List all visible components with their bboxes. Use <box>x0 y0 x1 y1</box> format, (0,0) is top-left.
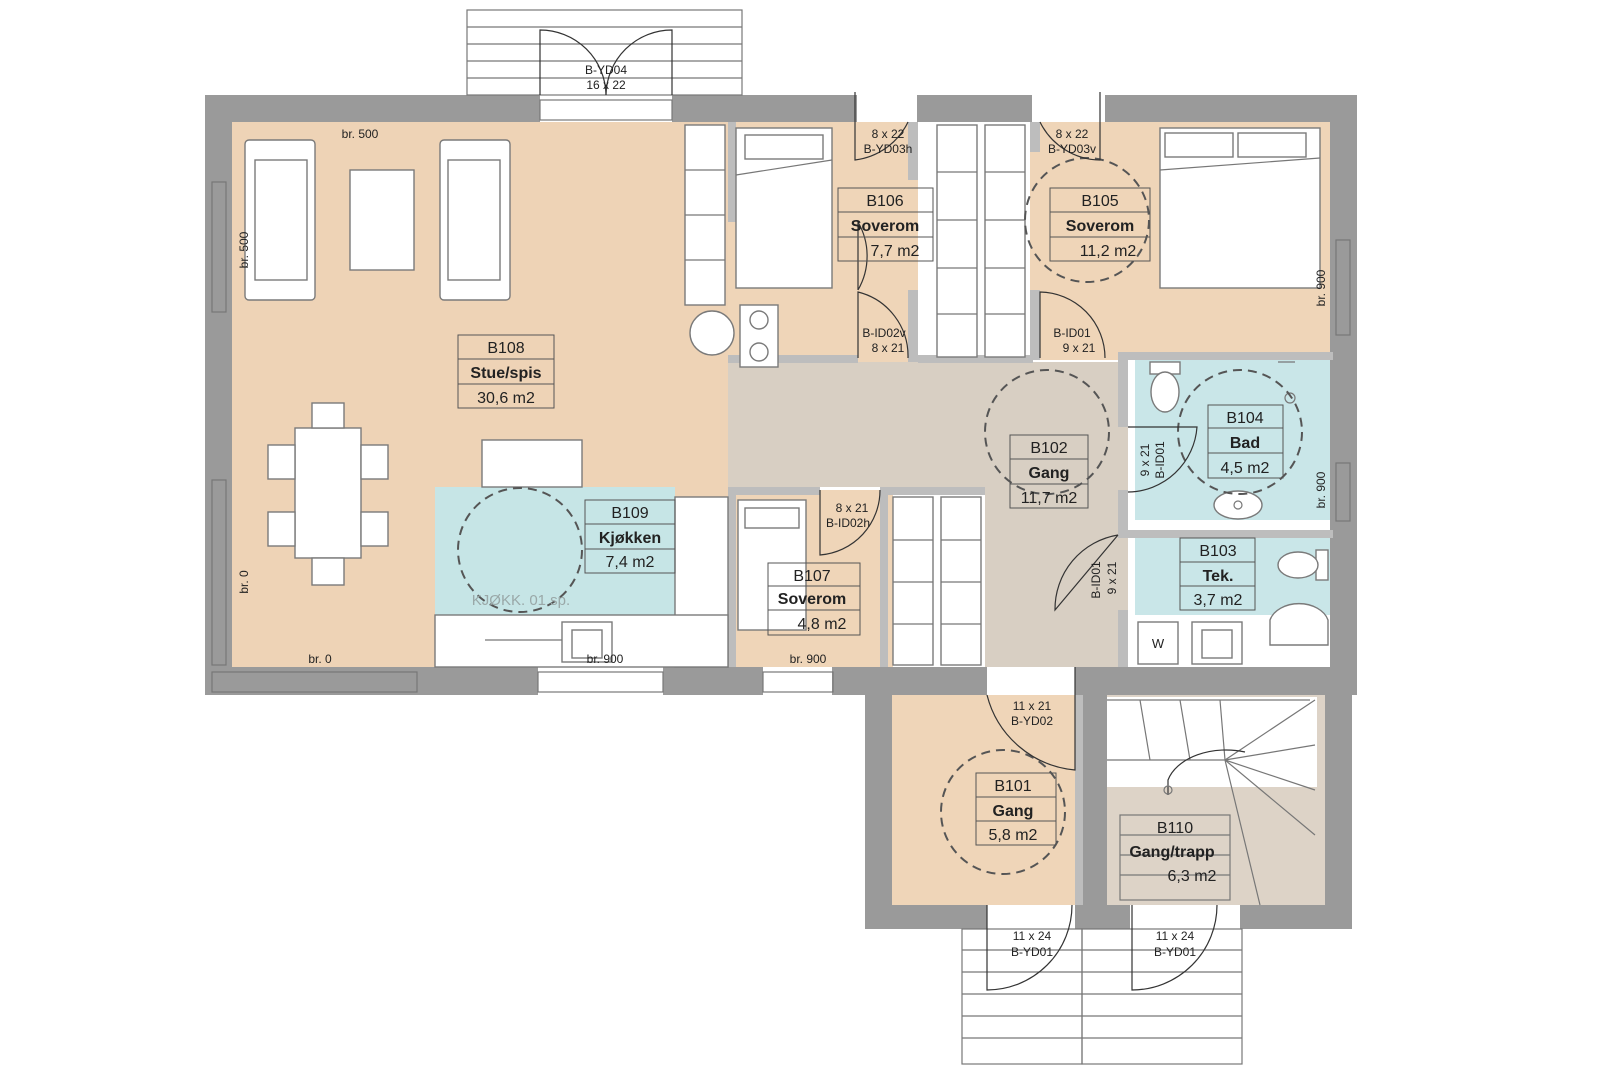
room-fill-b102b <box>985 487 1128 667</box>
room-area: 11,2 m2 <box>1080 243 1137 260</box>
turning-circles <box>457 157 1303 875</box>
room-area: 5,8 m2 <box>989 827 1038 844</box>
window-label: br. 0 <box>237 570 251 594</box>
door-code: B-YD01 <box>1011 945 1053 959</box>
staircase <box>1107 697 1317 906</box>
kitchen-note: KJØKK. 01 sp. <box>472 592 570 609</box>
room-label-b109: B109 Kjøkken 7,4 m2 <box>584 499 676 574</box>
room-name: Soverom <box>851 218 919 235</box>
room-name: Kjøkken <box>599 530 661 547</box>
room-code: B105 <box>1081 193 1118 210</box>
room-label-b102: B102 Gang 11,7 m2 <box>1009 434 1089 509</box>
window-label: br. 900 <box>790 652 827 666</box>
window-labels: br. 500 br. 500 br. 0 br. 0 br. 900 br. … <box>237 127 1328 666</box>
room-code: B108 <box>487 340 524 357</box>
room-area: 3,7 m2 <box>1194 592 1243 609</box>
window-label: br. 500 <box>237 231 251 268</box>
door-code: B-YD03v <box>1048 142 1096 156</box>
room-code: B109 <box>611 505 648 522</box>
room-name: Soverom <box>778 591 846 608</box>
room-name: Gang <box>1029 465 1070 482</box>
room-area: 7,7 m2 <box>871 243 920 260</box>
window-label: br. 500 <box>342 127 379 141</box>
room-name: Tek. <box>1203 568 1234 585</box>
room-fill-b101 <box>892 695 1082 905</box>
door-code: B-ID02v <box>862 326 905 340</box>
door-labels: B-YD04 16 x 22 8 x 22 B-YD03h 8 x 22 B-Y… <box>585 63 1196 959</box>
room-code: B102 <box>1030 440 1067 457</box>
kitchen-furniture <box>434 496 729 668</box>
door-swings <box>819 92 1198 771</box>
room-code: B106 <box>866 193 903 210</box>
door-code: B-ID01 <box>1153 441 1167 479</box>
room-fill-b102 <box>728 362 1128 487</box>
room-label-b108: B108 Stue/spis 30,6 m2 <box>457 334 555 409</box>
room-label-b110: B110 Gang/trapp 6,3 m2 <box>1129 820 1216 885</box>
washer-label: W <box>1152 636 1165 651</box>
door-code: B-YD03h <box>864 142 913 156</box>
bottom-decks <box>961 904 1243 1065</box>
room-area: 11,7 m2 <box>1021 490 1078 507</box>
door-code: B-ID01 <box>1089 561 1103 599</box>
window-frames <box>211 99 1351 693</box>
room-code: B103 <box>1199 543 1236 560</box>
window-label: br. 900 <box>587 652 624 666</box>
room-name: Bad <box>1230 435 1260 452</box>
room-label-b106: B106 Soverom 7,7 m2 <box>837 187 934 262</box>
door-code: B-YD01 <box>1154 945 1196 959</box>
beds <box>735 127 1321 631</box>
door-code: B-YD02 <box>1011 714 1053 728</box>
room-label-b101: B101 Gang 5,8 m2 <box>975 772 1057 846</box>
door-size: 8 x 22 <box>872 127 905 141</box>
window-label: br. 0 <box>308 652 332 666</box>
room-name: Soverom <box>1066 218 1134 235</box>
room-area: 4,5 m2 <box>1221 460 1270 477</box>
door-size: 11 x 24 <box>1013 929 1052 943</box>
window-label: br. 900 <box>1314 269 1328 306</box>
door-size: 11 x 21 <box>1013 699 1052 713</box>
room-label-b104: B104 Bad 4,5 m2 <box>1207 404 1284 479</box>
door-size: 8 x 21 <box>836 501 869 515</box>
room-area: 7,4 m2 <box>606 554 655 571</box>
room-name: Gang/trapp <box>1129 844 1215 861</box>
room-name: Stue/spis <box>470 365 541 382</box>
window-label: br. 900 <box>1314 471 1328 508</box>
room-label-b105: B105 Soverom 11,2 m2 <box>1049 187 1151 262</box>
room-code: B101 <box>994 778 1031 795</box>
room-label-b103: B103 Tek. 3,7 m2 <box>1179 537 1256 611</box>
sanitary <box>1137 361 1329 665</box>
door-code: B-YD04 <box>585 63 627 77</box>
room-code: B104 <box>1226 410 1263 427</box>
door-size: 11 x 24 <box>1156 929 1195 943</box>
door-size: 8 x 21 <box>872 341 905 355</box>
living-furniture <box>244 139 779 586</box>
room-area: 6,3 m2 <box>1168 868 1217 885</box>
door-code: B-ID01 <box>1053 326 1091 340</box>
wardrobes <box>684 124 1026 666</box>
room-name: Gang <box>993 803 1034 820</box>
door-size: 9 x 21 <box>1063 341 1096 355</box>
door-size: 9 x 21 <box>1105 561 1119 594</box>
room-area: 4,8 m2 <box>798 616 847 633</box>
room-code: B107 <box>793 568 830 585</box>
room-area: 30,6 m2 <box>477 390 535 407</box>
walls <box>205 95 1357 929</box>
room-label-b107: B107 Soverom 4,8 m2 <box>767 562 861 636</box>
door-code: B-ID02h <box>826 516 870 530</box>
door-size: 16 x 22 <box>586 78 626 92</box>
door-size: 9 x 21 <box>1138 443 1152 476</box>
top-deck <box>466 9 743 96</box>
room-code: B110 <box>1157 820 1193 837</box>
door-size: 8 x 22 <box>1056 127 1089 141</box>
